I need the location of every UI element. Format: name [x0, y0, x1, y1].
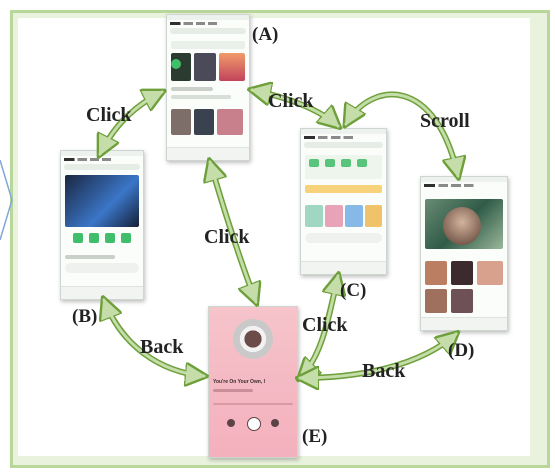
screen-d-artists — [420, 176, 508, 331]
arrow-a-c — [252, 90, 338, 126]
screen-b-banner — [60, 150, 144, 300]
song-title: You're On Your Own, I — [213, 379, 266, 385]
panel-label-a: (A) — [252, 24, 279, 45]
chevron-left-icon — [0, 160, 13, 240]
action-label-click-a-b: Click — [86, 104, 132, 126]
arrow-a-e — [210, 162, 256, 302]
action-label-back-e-b: Back — [140, 336, 184, 358]
action-label-scroll: Scroll — [420, 110, 470, 132]
action-label-back-e-d: Back — [362, 360, 406, 382]
action-label-click-a-c: Click — [268, 90, 314, 112]
panel-label-c: (C) — [340, 280, 367, 301]
action-label-click-c-e: Click — [302, 314, 348, 336]
panel-label-e: (E) — [302, 426, 328, 447]
panel-label-d: (D) — [448, 340, 475, 361]
action-label-click-a-e: Click — [204, 226, 250, 248]
arrow-c-d — [346, 91, 458, 176]
screen-e-player: You're On Your Own, I — [208, 306, 298, 458]
arrow-a-b — [100, 92, 162, 154]
arrow-e-b — [104, 300, 204, 376]
arrow-e-d — [300, 334, 456, 378]
panel-label-b: (B) — [72, 306, 98, 327]
screen-a-home — [166, 14, 250, 161]
